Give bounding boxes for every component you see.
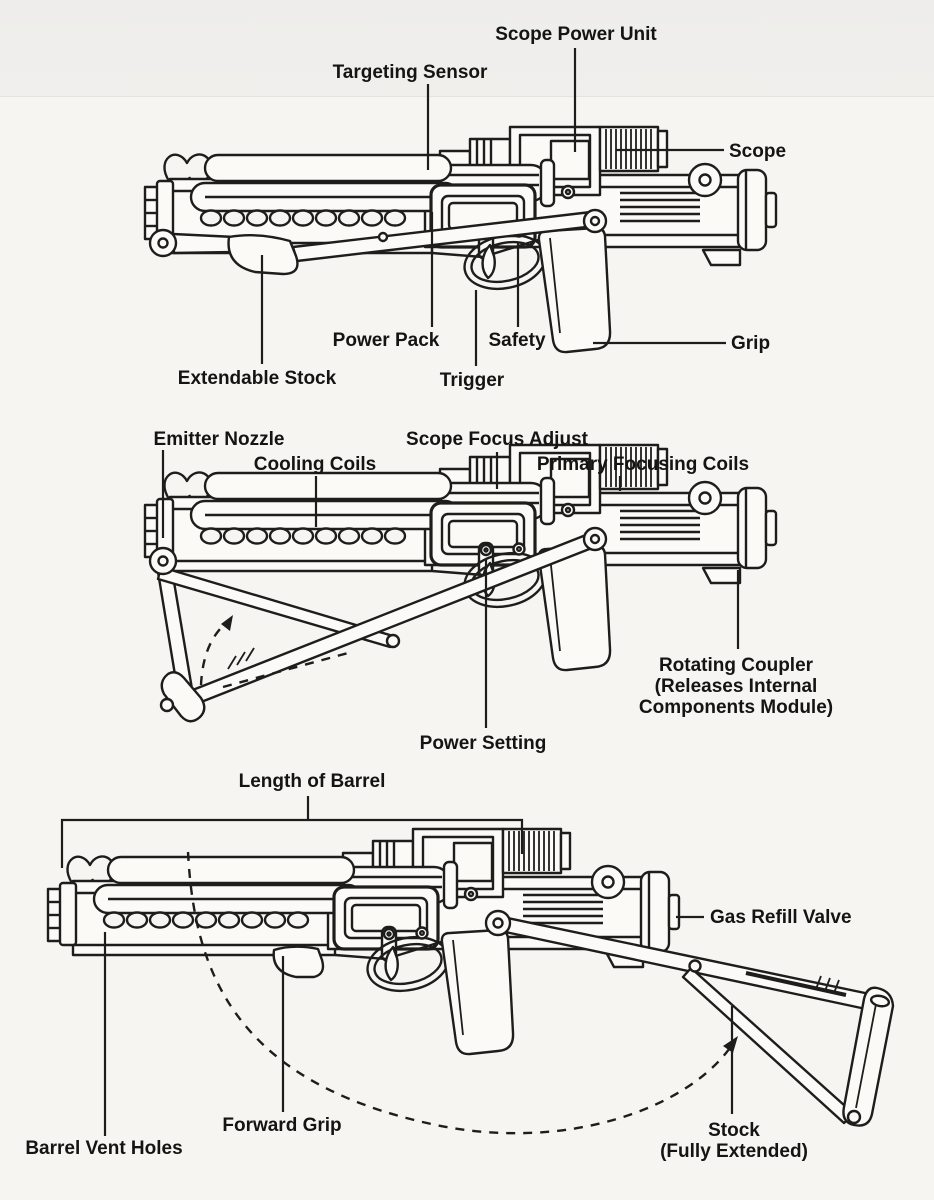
label-safety: Safety <box>488 330 546 351</box>
blaster-view-stock-folded <box>143 48 778 366</box>
label-rotating-coupler-line2: (Releases Internal <box>654 676 818 697</box>
scan-shading-band <box>0 0 934 97</box>
label-gas-refill-valve: Gas Refill Valve <box>710 907 852 928</box>
label-scope-focus-adjust: Scope Focus Adjust <box>406 429 588 450</box>
leader-lines-top-view <box>260 48 726 366</box>
label-scope-power-unit: Scope Power Unit <box>495 24 657 45</box>
label-grip: Grip <box>731 333 771 354</box>
label-extendable-stock: Extendable Stock <box>177 368 337 389</box>
blaster-view-stock-swinging <box>143 443 778 728</box>
label-power-pack: Power Pack <box>332 330 440 351</box>
label-barrel-vent-holes: Barrel Vent Holes <box>25 1138 183 1159</box>
label-rotating-coupler-line3: Components Module) <box>638 697 834 718</box>
leader-lines-middle-view <box>161 450 740 728</box>
label-primary-focusing-coils: Primary Focusing Coils <box>536 454 750 475</box>
label-stock-line2: (Fully Extended) <box>660 1141 808 1162</box>
label-power-setting: Power Setting <box>419 733 547 754</box>
label-cooling-coils: Cooling Coils <box>253 454 377 475</box>
leader-lines-bottom-view <box>60 796 734 1136</box>
label-emitter-nozzle: Emitter Nozzle <box>153 429 285 450</box>
label-forward-grip: Forward Grip <box>222 1115 342 1136</box>
label-trigger: Trigger <box>439 370 505 391</box>
label-rotating-coupler-line1: Rotating Coupler <box>658 655 814 676</box>
blaster-view-stock-extended <box>46 796 895 1136</box>
label-rotating-coupler: Rotating Coupler (Releases Internal Comp… <box>639 655 833 718</box>
label-stock-line1: Stock <box>708 1120 760 1141</box>
label-stock-fully-extended: Stock (Fully Extended) <box>660 1120 808 1162</box>
label-length-of-barrel: Length of Barrel <box>238 771 386 792</box>
label-scope: Scope <box>729 141 787 162</box>
label-targeting-sensor: Targeting Sensor <box>332 62 488 83</box>
